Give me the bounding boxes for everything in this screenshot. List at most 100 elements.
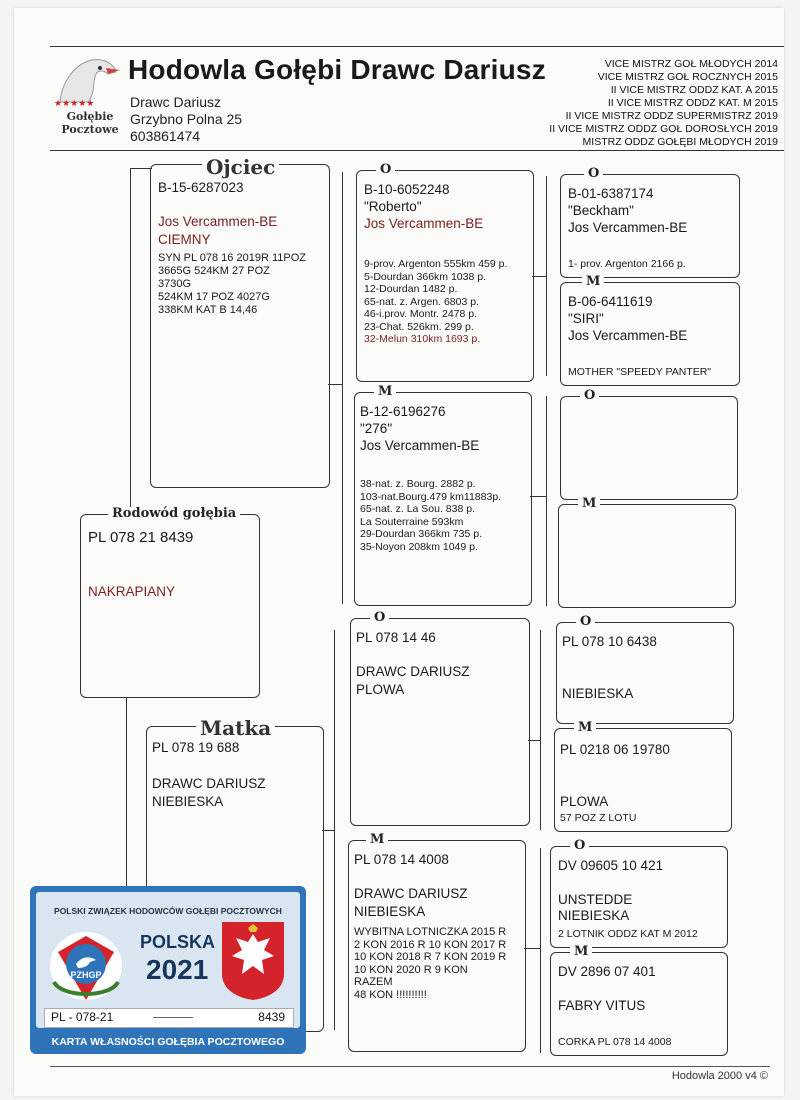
mfm-box [554, 728, 732, 832]
mfm-ring: PL 0218 06 19780 [560, 742, 670, 757]
dam-sire-color: PLOWA [356, 682, 405, 697]
result-line: 3730G [158, 278, 192, 290]
stars: ★★★★★ [54, 98, 95, 108]
fff-name: "Beckham" [568, 203, 634, 218]
subject-label: Rodowód gołębia [108, 507, 241, 521]
mff-color: NIEBIESKA [562, 686, 634, 701]
title-line: MISTRZ ODDZ GOŁĘBI MŁODYCH 2019 [582, 136, 778, 148]
subject-color: NAKRAPIANY [88, 584, 176, 599]
dam-dam-ring: PL 078 14 4008 [354, 852, 449, 867]
header-bottom-rule [50, 150, 784, 151]
fmf-label: O [580, 389, 600, 403]
connector [530, 496, 546, 497]
father-ring: B-15-6287023 [158, 180, 244, 195]
card-org: POLSKI ZWIĄZEK HODOWCÓW GOŁĘBI POCZTOWYC… [54, 906, 282, 916]
connector [528, 740, 540, 741]
result-line: 2 KON 2016 R 10 KON 2017 R [354, 938, 507, 951]
sire-dam-breeder: Jos Vercammen-BE [360, 438, 480, 453]
sire-dam-results: 38-nat. z. Bourg. 2882 p. 103-nat.Bourg.… [360, 478, 501, 553]
mother-ring: PL 078 19 688 [152, 740, 240, 755]
title-line: II VICE MISTRZ ODDZ GOŁ DOROSŁYCH 2019 [549, 123, 778, 135]
pigeon-head-icon [59, 59, 120, 103]
result-line: 10 KON 2018 R 7 KON 2019 R [354, 951, 507, 963]
mmf-color: NIEBIESKA [558, 908, 630, 923]
result-line: RAZEM [354, 976, 393, 988]
sire-sire-box [356, 170, 534, 382]
result-line: 10 KON 2020 R 9 KON [354, 963, 468, 976]
father-label: Ojciec [202, 157, 280, 177]
mother-breeder: DRAWC DARIUSZ [152, 776, 266, 791]
mff-label: O [576, 615, 596, 629]
connector [334, 630, 335, 1030]
ffm-box [560, 282, 740, 386]
sire-sire-breeder: Jos Vercammen-BE [364, 216, 484, 231]
result-line: 3665G 524KM 27 POZ [158, 265, 270, 277]
logo: ★★★★★ Gołębie Pocztowe [52, 52, 122, 144]
mmf-note: 2 LOTNIK ODDZ KAT M 2012 [558, 928, 698, 940]
dam-dam-label: M [366, 833, 389, 847]
pzhgp-emblem-icon [50, 932, 122, 1000]
result-line: 23-Chat. 526km. 299 p. [364, 320, 474, 333]
result-line: 9-prov. Argenton 555km 459 p. [364, 258, 508, 270]
eagle-icon [222, 922, 284, 1000]
connector [540, 630, 541, 830]
result-line: 524KM 17 POZ 4027G [158, 291, 270, 303]
sire-dam-ring: B-12-6196276 [360, 404, 446, 419]
achievement-titles: VICE MISTRZ GOŁ MŁODYCH 2014 VICE MISTRZ… [478, 58, 778, 149]
mmf-ring: DV 09605 10 421 [558, 858, 664, 873]
connector [130, 168, 152, 169]
result-line: 48 KON !!!!!!!!!! [354, 988, 427, 1001]
card-ring-right: 8439 [258, 1010, 285, 1024]
ffm-breeder: Jos Vercammen-BE [568, 328, 688, 343]
card-ring-field: PL - 078-21 8439 [44, 1008, 294, 1028]
software-credit: Hodowla 2000 v4 © [671, 1070, 768, 1082]
card-footer: KARTA WŁASNOŚCI GOŁĘBIA POCZTOWEGO [51, 1036, 285, 1048]
dam-sire-box [350, 618, 530, 826]
logo-text-line2: Pocztowe [61, 123, 119, 136]
ffm-name: "SIRI" [568, 311, 604, 326]
sire-sire-label: O [376, 163, 396, 177]
mmm-box [550, 952, 728, 1056]
result-line: WYBITNA LOTNICZKA 2015 R [354, 926, 507, 938]
title-line: VICE MISTRZ GOŁ MŁODYCH 2014 [604, 58, 778, 70]
mmm-ring: DV 2896 07 401 [558, 964, 656, 979]
ffm-note: MOTHER "SPEEDY PANTER" [568, 366, 712, 378]
mother-label: Matka [196, 718, 276, 738]
dam-dam-color: NIEBIESKA [354, 904, 426, 919]
mmf-box [550, 846, 728, 948]
sire-sire-results: 9-prov. Argenton 555km 459 p. 5-Dourdan … [364, 258, 507, 346]
title-line: VICE MISTRZ GOŁ ROCZNYCH 2015 [597, 71, 778, 83]
mff-ring: PL 078 10 6438 [562, 634, 657, 649]
father-box [150, 164, 330, 488]
dam-sire-label: O [370, 611, 390, 625]
dam-dam-results: WYBITNA LOTNICZKA 2015 R 2 KON 2016 R 10… [354, 926, 506, 1001]
fff-box [560, 174, 740, 278]
owner-phone: 603861474 [130, 128, 201, 144]
ffm-ring: B-06-6411619 [568, 294, 653, 309]
result-line: 103-nat.Bourg.479 km11883p. [360, 490, 502, 503]
dam-dam-box [348, 840, 526, 1052]
page-title: Hodowla Gołębi Drawc Dariusz [128, 54, 546, 85]
card-ring-left: PL - 078-21 [51, 1010, 114, 1024]
fmf-box [560, 396, 738, 500]
result-line: 5-Dourdan 366km 1038 p. [364, 270, 486, 283]
sire-sire-name: "Roberto" [364, 199, 422, 214]
fff-result: 1- prov. Argenton 2166 p. [568, 258, 686, 270]
connector [546, 176, 547, 376]
footer-rule [50, 1066, 770, 1067]
connector [322, 830, 334, 831]
result-line: 29-Dourdan 366km 735 p. [360, 528, 482, 540]
fff-breeder: Jos Vercammen-BE [568, 220, 688, 235]
owner-name: Drawc Dariusz [130, 94, 222, 110]
result-line: 338KM KAT B 14,46 [158, 304, 258, 316]
card-ring-divider [153, 1017, 193, 1018]
mfm-note: 57 POZ Z LOTU [560, 812, 637, 824]
result-line: 35-Noyon 208km 1049 p. [360, 540, 478, 553]
ownership-card: POLSKI ZWIĄZEK HODOWCÓW GOŁĘBI POCZTOWYC… [30, 886, 306, 1054]
dam-sire-breeder: DRAWC DARIUSZ [356, 664, 470, 679]
mmf-label: O [570, 839, 590, 853]
mmf-breeder: UNSTEDDE [558, 892, 633, 907]
sire-dam-name: "276" [360, 421, 393, 436]
mmm-label: M [570, 945, 593, 959]
logo-text-line1: Gołębie [66, 110, 114, 123]
